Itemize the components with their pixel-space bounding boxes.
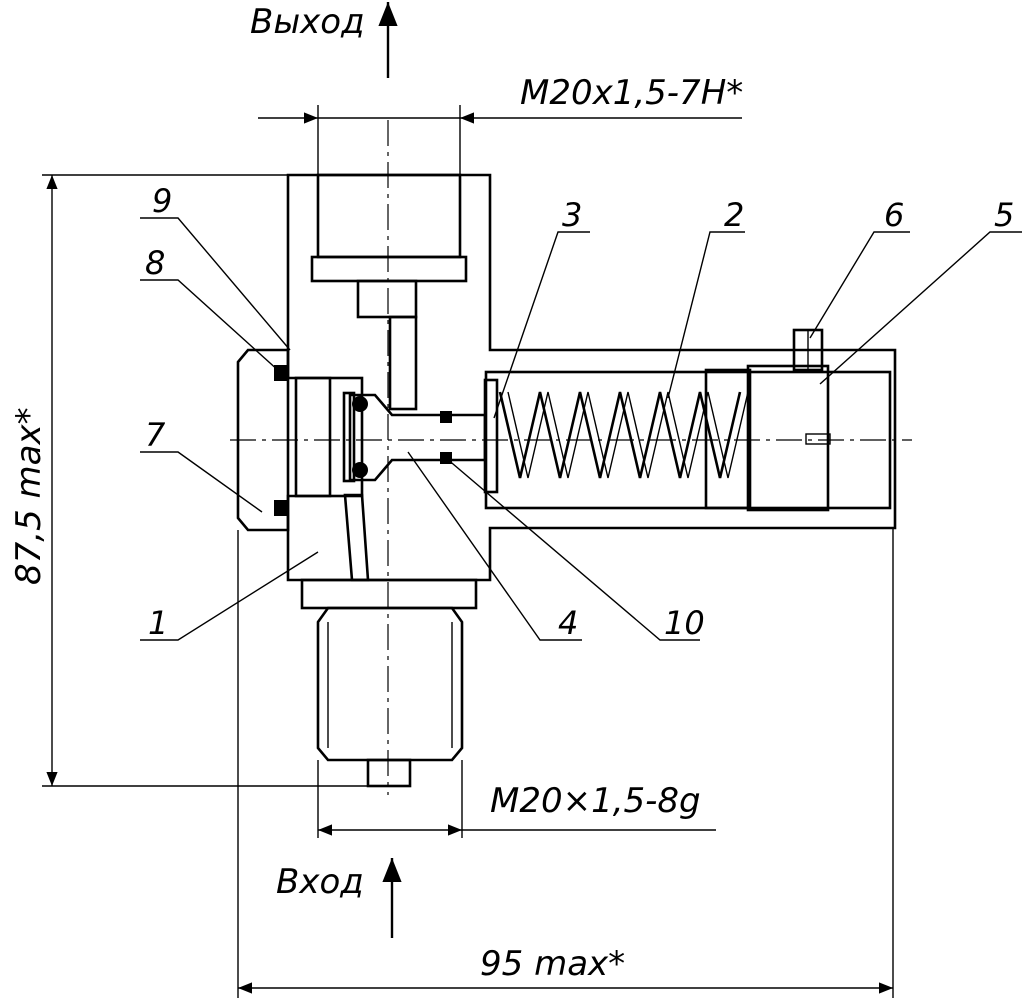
callout-7: 7	[145, 416, 166, 454]
callout-4: 4	[558, 604, 578, 642]
callout-1: 1	[148, 604, 168, 642]
thread-outlet-label: M20x1,5-7H*	[520, 73, 743, 113]
dim-thread-outlet	[258, 105, 742, 175]
dim-thread-inlet	[317, 760, 716, 838]
lock-screw-part-6	[792, 328, 824, 372]
thread-inlet-label: M20×1,5-8g	[490, 781, 701, 821]
height-dim-label: 87,5 max*	[9, 407, 49, 585]
outlet-label: Выход	[250, 2, 365, 42]
width-dim-label: 95 max*	[480, 944, 625, 984]
spring-part-2	[498, 391, 749, 479]
callout-10: 10	[664, 604, 705, 642]
callout-8: 8	[145, 244, 165, 282]
callout-9: 9	[152, 182, 172, 220]
flow-arrows	[378, 1, 402, 938]
callout-3: 3	[562, 196, 582, 234]
dim-width	[237, 528, 894, 998]
inlet-fitting	[300, 578, 478, 788]
callout-2: 2	[724, 196, 744, 234]
inlet-label: Вход	[276, 862, 364, 902]
center-axes	[230, 120, 912, 795]
valve-part-4	[342, 378, 499, 494]
callout-5: 5	[994, 196, 1014, 234]
body-part-1	[286, 173, 897, 582]
leader-lines	[140, 217, 1022, 641]
dim-height	[42, 174, 368, 787]
screw-part-5	[704, 364, 831, 512]
callout-6: 6	[884, 196, 904, 234]
